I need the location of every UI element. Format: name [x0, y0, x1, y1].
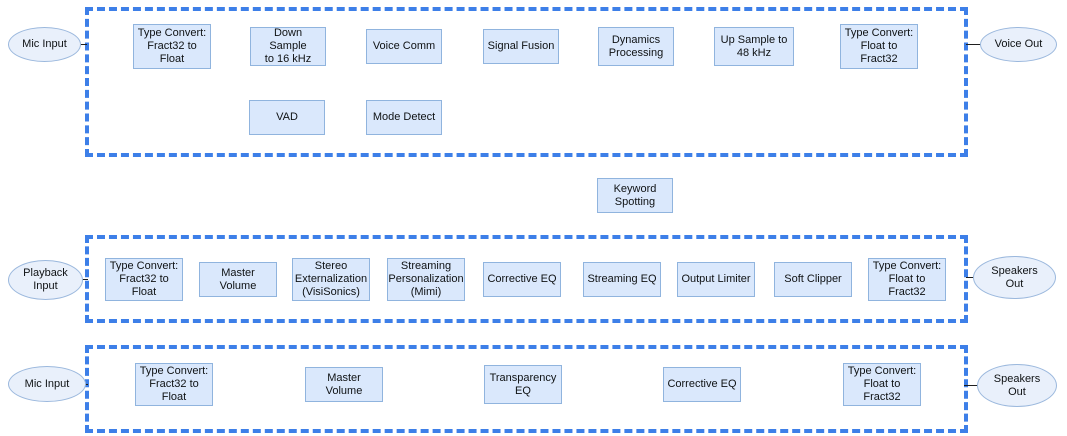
mic-input-voice[interactable]: Mic Input [8, 27, 81, 62]
speakers-out-playback[interactable]: Speakers Out [973, 256, 1056, 299]
master-volume-playback[interactable]: Master Volume [199, 262, 277, 297]
master-volume-transparency[interactable]: Master Volume [305, 367, 383, 402]
transparency-chain-region [85, 345, 968, 433]
voice-chain-region [85, 7, 968, 157]
type-convert-float-to-fract32-playback[interactable]: Type Convert: Float to Fract32 [868, 258, 946, 301]
signal-fusion[interactable]: Signal Fusion [483, 29, 559, 64]
streaming-eq[interactable]: Streaming EQ [583, 262, 661, 297]
playback-region-to-speakers [966, 277, 975, 278]
voice-out[interactable]: Voice Out [980, 27, 1057, 62]
playback-to-region [80, 279, 88, 280]
vad[interactable]: VAD [249, 100, 325, 135]
soft-clipper[interactable]: Soft Clipper [774, 262, 852, 297]
down-sample-16khz[interactable]: Down Sample to 16 kHz [250, 27, 326, 66]
keyword-spotting[interactable]: Keyword Spotting [597, 178, 673, 213]
type-convert-fract32-to-float-transparency[interactable]: Type Convert: Fract32 to Float [135, 363, 213, 406]
stereo-externalization[interactable]: Stereo Externalization (VisiSonics) [292, 258, 370, 301]
transparency-eq[interactable]: Transparency EQ [484, 365, 562, 404]
voice-region-to-out [966, 44, 982, 45]
mode-detect[interactable]: Mode Detect [366, 100, 442, 135]
speakers-out-transparency[interactable]: Speakers Out [977, 364, 1057, 407]
playback-input[interactable]: Playback Input [8, 260, 83, 300]
transparency-region-to-speakers [964, 385, 979, 386]
type-convert-float-to-fract32-transparency[interactable]: Type Convert: Float to Fract32 [843, 363, 921, 406]
corrective-eq-transparency[interactable]: Corrective EQ [663, 367, 741, 402]
corrective-eq-playback[interactable]: Corrective EQ [483, 262, 561, 297]
up-sample-48khz[interactable]: Up Sample to 48 kHz [714, 27, 794, 66]
mic-to-voice-region [78, 44, 87, 45]
dynamics-processing[interactable]: Dynamics Processing [598, 27, 674, 66]
type-convert-float-to-fract32-voice[interactable]: Type Convert: Float to Fract32 [840, 24, 918, 69]
type-convert-fract32-to-float-voice[interactable]: Type Convert: Fract32 to Float [133, 24, 211, 69]
output-limiter[interactable]: Output Limiter [677, 262, 755, 297]
type-convert-fract32-to-float-playback[interactable]: Type Convert: Fract32 to Float [105, 258, 183, 301]
mic-input-transparency[interactable]: Mic Input [8, 366, 86, 402]
streaming-personalization[interactable]: Streaming Personalization (Mimi) [387, 258, 465, 301]
voice-comm[interactable]: Voice Comm [366, 29, 442, 64]
